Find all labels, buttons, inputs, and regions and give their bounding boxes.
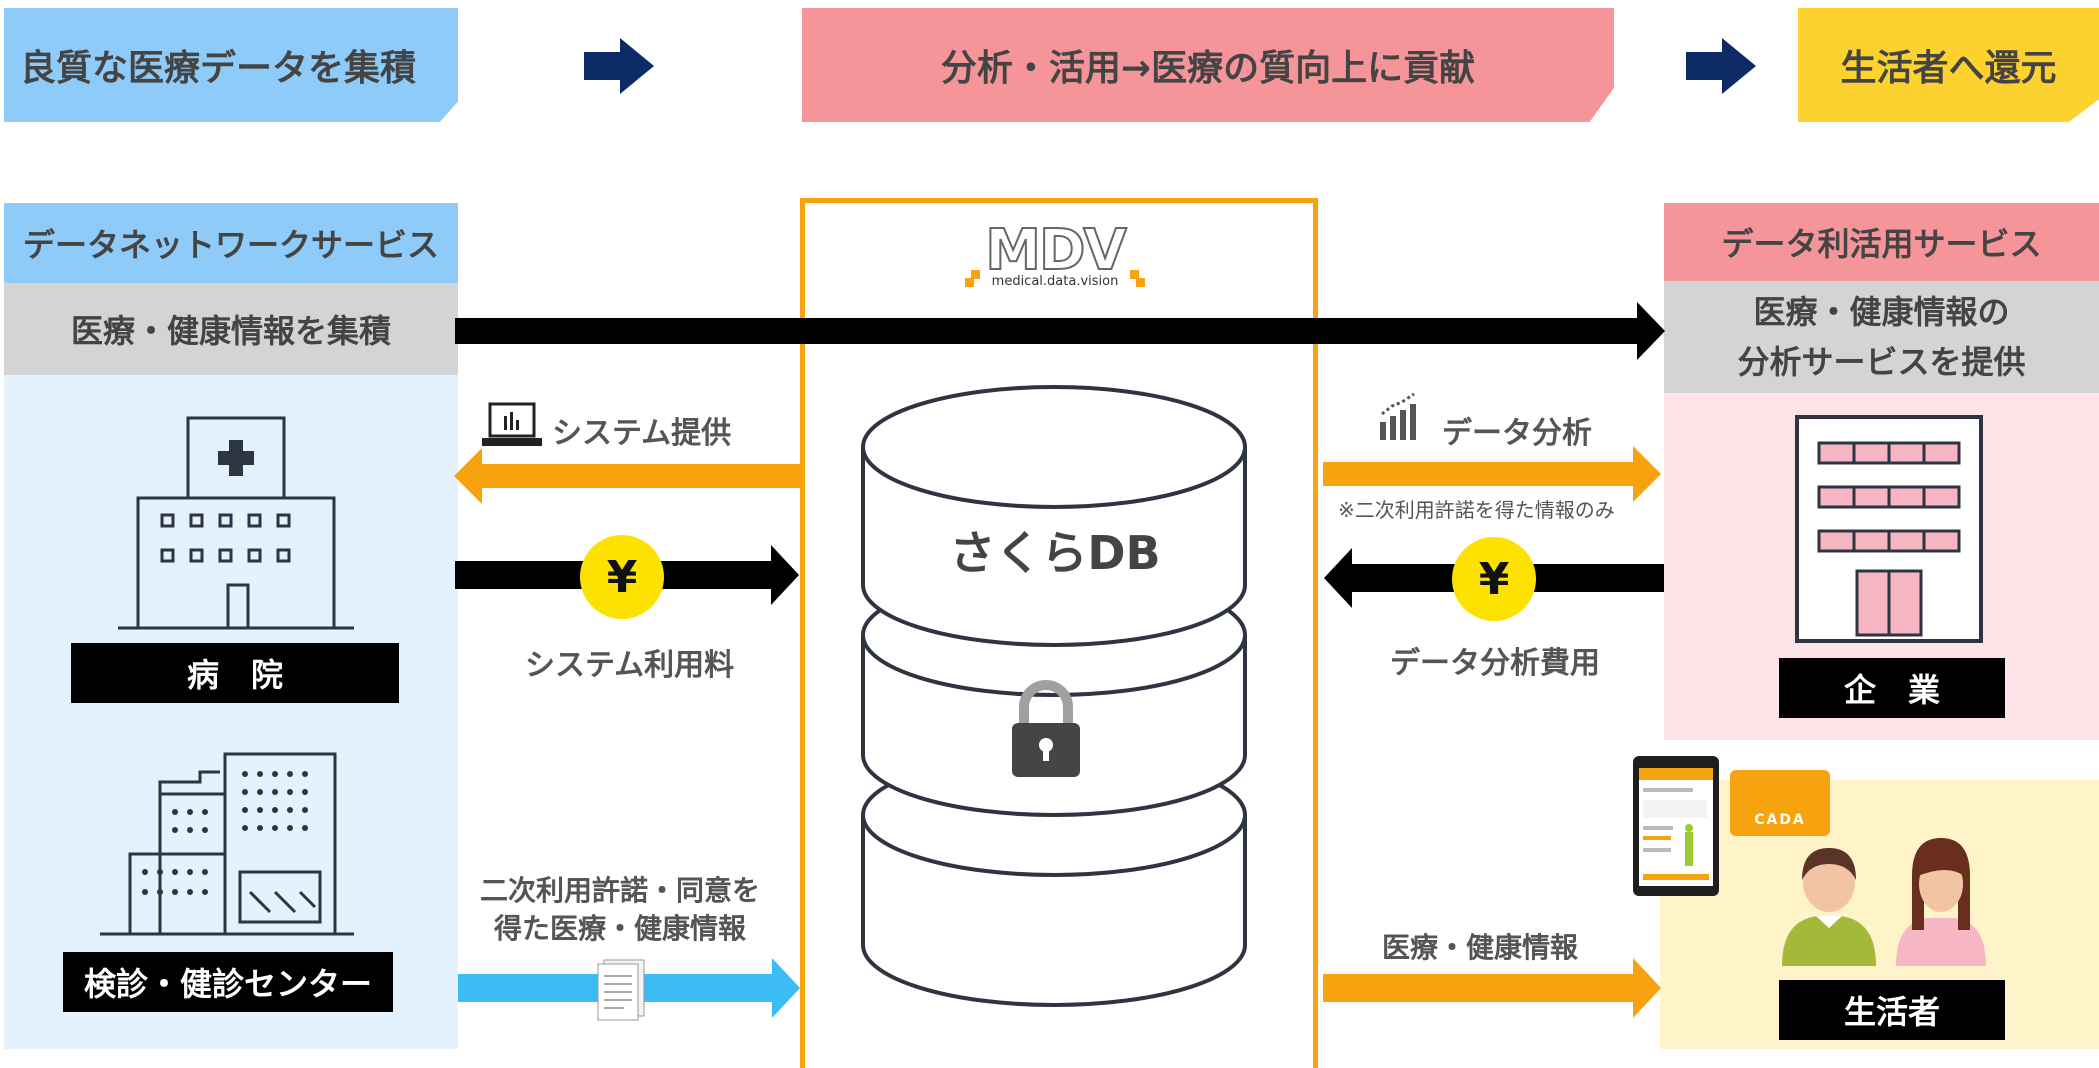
navy-arrow-icon	[584, 38, 654, 94]
consumer-label: 生活者	[1779, 980, 2005, 1040]
consent-info-label: 二次利用許諾・同意を 得た医療・健康情報	[470, 872, 770, 948]
data-analysis-note-text: ※二次利用許諾を得た情報のみ	[1338, 498, 1615, 522]
yen-icon: ¥	[1452, 537, 1536, 621]
consent-line1: 二次利用許諾・同意を	[479, 874, 760, 907]
tablet-app-icon	[1633, 756, 1719, 896]
hospital-label: 病 院	[71, 643, 399, 703]
left-panel-header: データネットワークサービス	[4, 203, 458, 283]
right-panel-subheader: 医療・健康情報の 分析サービスを提供	[1664, 281, 2099, 393]
database-icon	[861, 385, 1247, 1007]
people-icon	[1782, 838, 1986, 966]
left-panel-subheader: 医療・健康情報を集積	[4, 283, 458, 375]
banner-analyze-text: 分析・活用→医療の質向上に貢献	[940, 48, 1476, 89]
laptop-icon	[482, 402, 542, 446]
checkup-center-icon	[100, 752, 354, 936]
right-subheader-line2: 分析サービスを提供	[1737, 343, 2026, 381]
cada-card-text: CADA	[1754, 812, 1806, 828]
system-fee-text: システム利用料	[525, 648, 735, 683]
data-analysis-note: ※二次利用許諾を得た情報のみ	[1338, 494, 1615, 523]
mdv-logo-subtext: medical.data.vision	[991, 274, 1119, 289]
consent-line2: 得た医療・健康情報	[493, 912, 746, 945]
hospital-icon	[118, 416, 354, 630]
collect-to-analysis-arrow	[455, 302, 1665, 360]
navy-arrow-icon	[1686, 38, 1756, 94]
right-header-text: データ利活用サービス	[1721, 225, 2042, 263]
company-label-text: 企 業	[1843, 671, 1940, 709]
health-info-arrow	[1323, 958, 1661, 1018]
system-provide-text: システム提供	[552, 416, 732, 451]
left-subheader-text: 医療・健康情報を集積	[70, 312, 391, 350]
right-panel-header: データ利活用サービス	[1664, 203, 2099, 281]
yen-icon: ¥	[580, 535, 664, 619]
banner-return: 生活者へ還元	[1798, 8, 2099, 122]
data-analysis-text: データ分析	[1442, 416, 1592, 451]
consumer-label-text: 生活者	[1843, 993, 1940, 1031]
cada-card: CADA	[1730, 770, 1830, 836]
analytics-chart-icon	[1380, 392, 1416, 440]
yen-symbol-right: ¥	[1478, 553, 1510, 605]
office-building-icon	[1795, 415, 1983, 643]
banner-return-text: 生活者へ還元	[1840, 48, 2057, 89]
document-icon	[597, 959, 645, 1021]
analysis-fee-label: データ分析費用	[1390, 638, 1600, 682]
left-header-text: データネットワークサービス	[22, 226, 439, 264]
checkup-center-label-text: 検診・健診センター	[83, 965, 372, 1003]
banner-collect: 良質な医療データを集積	[4, 8, 458, 122]
system-provide-label: システム提供	[552, 408, 731, 452]
analysis-fee-text: データ分析費用	[1390, 646, 1600, 681]
hospital-label-text: 病 院	[186, 656, 283, 694]
yen-symbol-left: ¥	[606, 551, 638, 603]
data-analysis-label: データ分析	[1442, 408, 1592, 452]
db-label: さくらDB	[860, 515, 1250, 585]
system-fee-label: システム利用料	[525, 640, 734, 684]
mdv-logo-text: MDV	[984, 217, 1128, 284]
right-subheader-line1: 医療・健康情報の	[1753, 293, 2010, 331]
company-label: 企 業	[1779, 658, 2005, 718]
system-provide-arrow	[454, 448, 802, 504]
checkup-center-label: 検診・健診センター	[63, 952, 393, 1012]
banner-analyze: 分析・活用→医療の質向上に貢献	[802, 8, 1614, 122]
data-analysis-arrow	[1323, 446, 1661, 502]
health-info-text: 医療・健康情報	[1382, 931, 1579, 964]
health-info-label: 医療・健康情報	[1382, 926, 1578, 966]
db-label-text: さくらDB	[949, 526, 1161, 580]
banner-collect-text: 良質な医療データを集積	[20, 48, 417, 89]
mdv-logo: MDV medical.data.vision	[965, 217, 1145, 298]
